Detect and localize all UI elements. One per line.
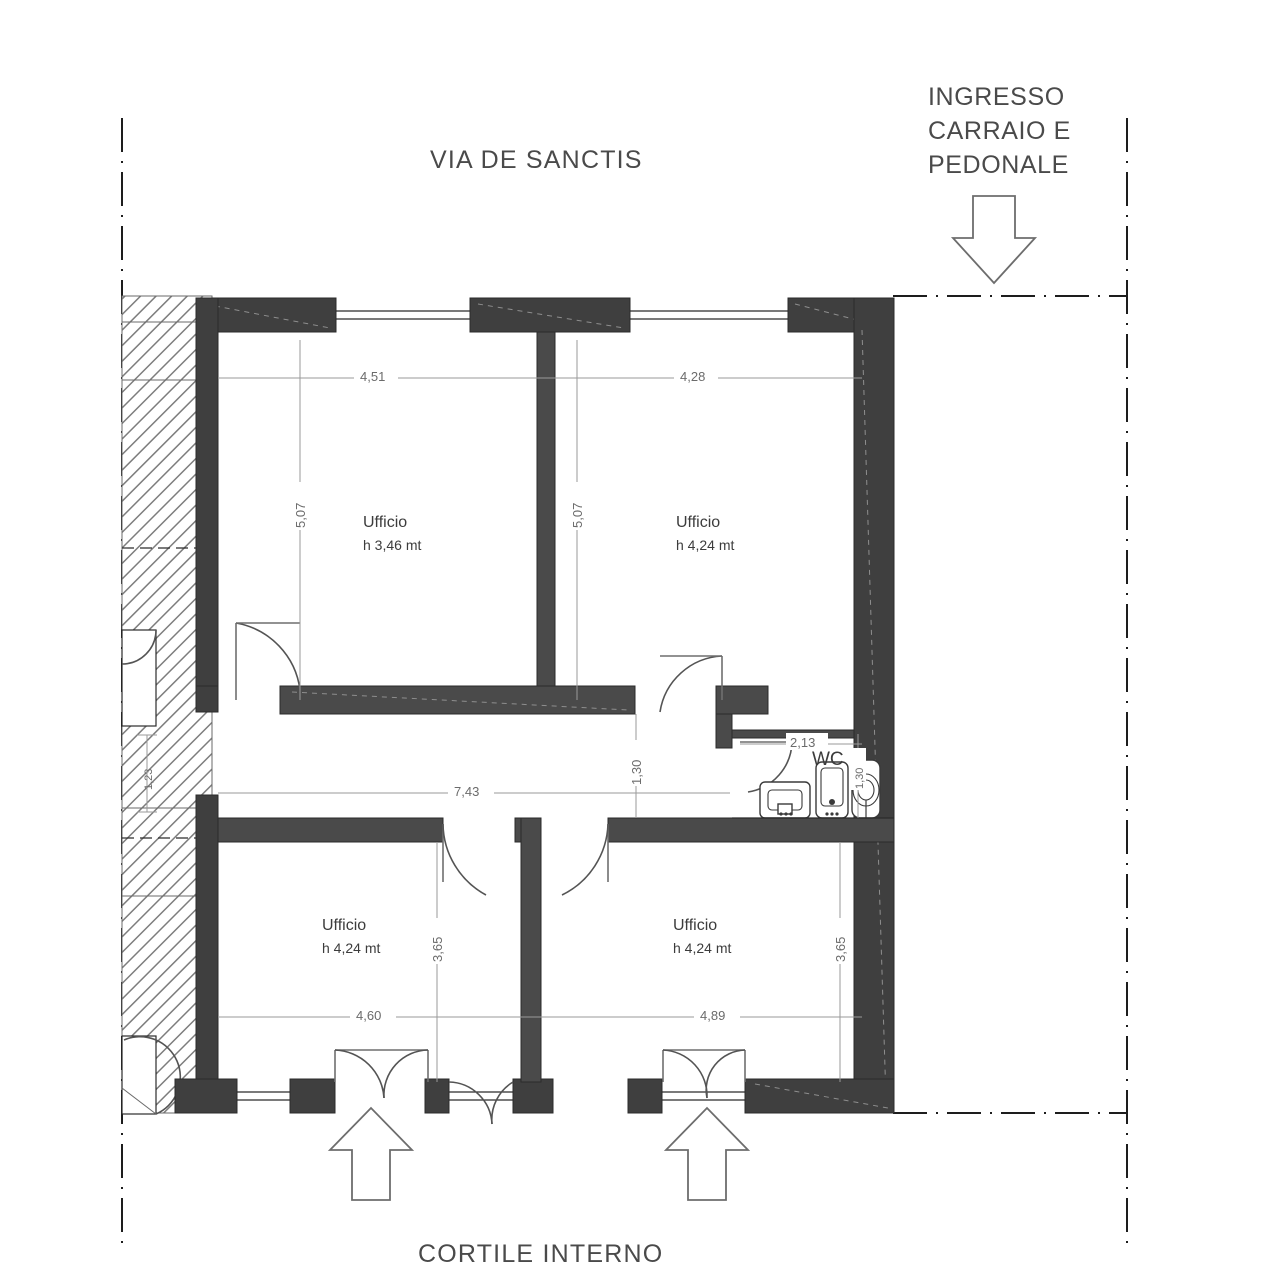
room-height-ufficio-top-right: h 4,24 mt	[676, 537, 734, 553]
entrance-note-line2: CARRAIO E	[928, 117, 1071, 145]
door-bottom-right-office	[561, 823, 609, 896]
room-label-ufficio-bottom-left: Ufficio	[322, 917, 366, 934]
room-height-ufficio-bottom-left: h 4,24 mt	[322, 940, 380, 956]
room-label-ufficio-top-left: Ufficio	[363, 514, 407, 531]
dim-left-niche: 1,23	[143, 769, 155, 790]
shower-fixture-icon	[759, 781, 811, 819]
door-bottom-middle-pair	[448, 1081, 514, 1125]
dim-corridor-length: 7,43	[454, 784, 479, 799]
dimension-labels: 4,51 4,28 5,07 5,07 7,43 1,30 4,60 4,89 …	[143, 366, 866, 1023]
partition-bottom-middle	[520, 817, 542, 1083]
wall-bottom-jamb-1	[289, 1078, 336, 1114]
wall-left-lower	[195, 794, 219, 1114]
wall-bottom-jamb-3	[512, 1078, 554, 1114]
dim-depth-bottom-left: 3,65	[430, 937, 445, 962]
wall-bottom-segment-1	[174, 1078, 238, 1114]
room-label-ufficio-top-right: Ufficio	[676, 514, 720, 531]
perimeter-walls	[174, 297, 895, 1114]
window-top-1	[336, 310, 470, 320]
dim-width-top-right: 4,28	[680, 369, 705, 384]
door-exterior-right	[662, 1049, 746, 1099]
room-height-ufficio-top-left: h 3,46 mt	[363, 537, 421, 553]
dim-width-bottom-left: 4,60	[356, 1008, 381, 1023]
dim-depth-top-right: 5,07	[570, 503, 585, 528]
partition-corridor-top-left	[279, 685, 636, 715]
street-title: VIA DE SANCTIS	[430, 146, 643, 174]
window-bottom-1	[237, 1091, 290, 1101]
entrance-note-line3: PEDONALE	[928, 151, 1069, 179]
partition-corridor-bottom-left	[217, 817, 444, 843]
wall-bottom-jamb-4	[627, 1078, 663, 1114]
dim-depth-top-left: 5,07	[293, 503, 308, 528]
wall-bottom-jamb-2	[424, 1078, 450, 1114]
partition-wc-left	[715, 713, 733, 749]
room-label-ufficio-bottom-right: Ufficio	[673, 917, 717, 934]
door-exterior-left	[334, 1049, 429, 1099]
dim-corridor-width: 1,30	[629, 760, 644, 785]
wall-left-jamb	[195, 685, 219, 713]
partition-top-middle	[536, 331, 556, 688]
arrow-courtyard-right-up	[663, 1106, 751, 1201]
wall-top-segment-1	[195, 297, 337, 333]
arrow-entrance-down	[950, 195, 1038, 285]
door-wc	[740, 741, 793, 793]
dim-width-wc: 2,13	[790, 735, 815, 750]
partition-corridor-top-right	[715, 685, 769, 715]
arrow-courtyard-left-up	[327, 1106, 415, 1201]
courtyard-title: CORTILE INTERNO	[418, 1240, 663, 1268]
wall-left-upper	[195, 297, 219, 703]
window-top-2	[630, 310, 788, 320]
dim-width-bottom-right: 4,89	[700, 1008, 725, 1023]
wall-bottom-segment-2	[744, 1078, 895, 1114]
dim-depth-wc: 1,30	[854, 768, 866, 789]
internal-partitions	[217, 331, 895, 1083]
doors	[235, 622, 793, 1125]
room-label-wc: WC	[812, 749, 844, 770]
entry-arrows	[327, 195, 1038, 1201]
wall-right	[853, 297, 895, 1114]
door-top-right-office	[659, 655, 723, 713]
dim-width-top-left: 4,51	[360, 369, 385, 384]
partition-corridor-bottom-right	[607, 817, 895, 843]
window-bottom-3	[662, 1091, 745, 1101]
door-top-left-office	[235, 622, 301, 700]
door-bottom-left-office	[442, 823, 487, 896]
wall-top-segment-2	[469, 297, 631, 333]
room-height-ufficio-bottom-right: h 4,24 mt	[673, 940, 731, 956]
dim-depth-bottom-right: 3,65	[833, 937, 848, 962]
entrance-note-line1: INGRESSO	[928, 83, 1065, 111]
property-boundary-lines	[121, 118, 1128, 1243]
sink-fixture-icon	[815, 761, 849, 819]
